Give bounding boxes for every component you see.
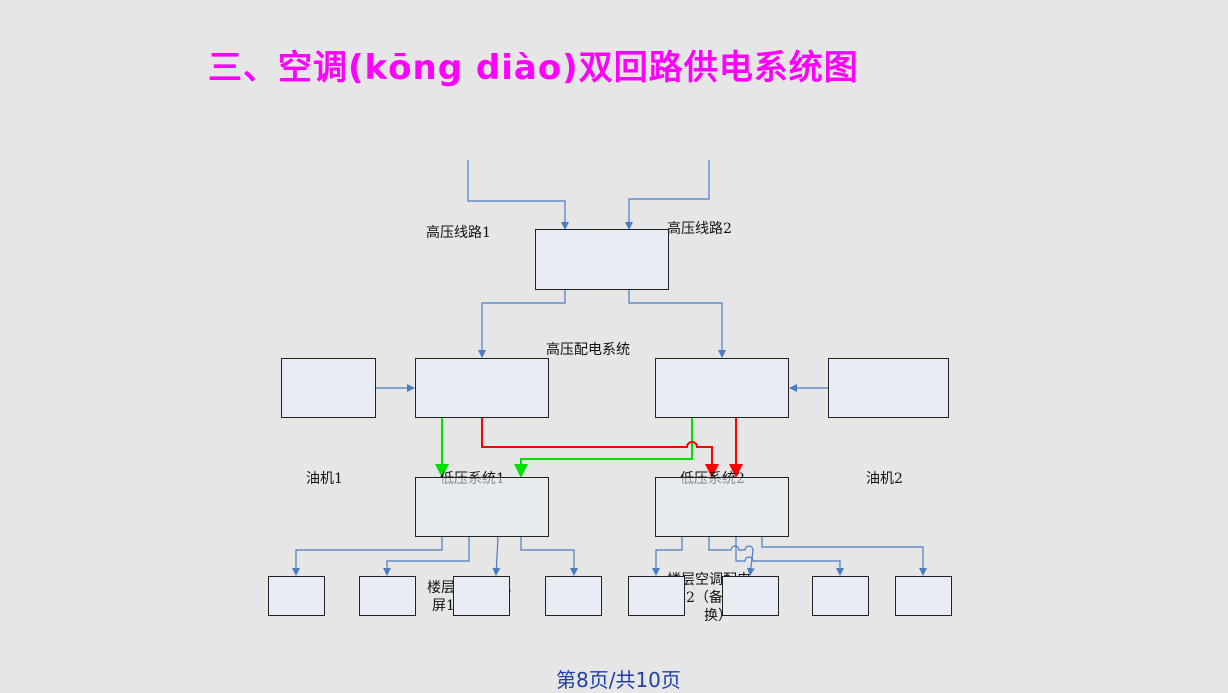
lv2-branch-1 bbox=[652, 537, 683, 576]
lv2-branch-2 bbox=[708, 537, 755, 576]
floor-box-3[interactable] bbox=[453, 576, 510, 616]
lv-system-2-box[interactable] bbox=[655, 477, 789, 537]
lv1-branch-1 bbox=[292, 537, 443, 576]
generator-2-label: 油机2 bbox=[866, 471, 903, 487]
lv1-branch-3 bbox=[492, 536, 501, 576]
hv-to-dist-2-connector bbox=[628, 290, 726, 358]
hv-incoming-box[interactable] bbox=[535, 229, 669, 290]
hv-line-2-connector bbox=[625, 160, 710, 230]
lv2-branch-3 bbox=[735, 537, 844, 576]
hv-dist-1-box[interactable] bbox=[415, 358, 549, 418]
hv-dist-2-box[interactable] bbox=[655, 358, 789, 418]
page-title: 三、空调(kōng diào)双回路供电系统图 bbox=[208, 48, 859, 88]
hv-line-1-connector bbox=[467, 160, 569, 230]
lv-system-1-box[interactable] bbox=[415, 477, 549, 537]
lv2-branch-4 bbox=[761, 537, 927, 576]
floor-box-8[interactable] bbox=[895, 576, 952, 616]
red-feed-cross bbox=[481, 418, 719, 478]
generator-1-label: 油机1 bbox=[306, 471, 343, 487]
floor-box-6[interactable] bbox=[722, 576, 779, 616]
hv-line-2-label: 高压线路2 bbox=[667, 221, 732, 237]
hv-to-dist-1-connector bbox=[478, 290, 566, 358]
hv-distribution-label: 高压配电系统 bbox=[546, 342, 630, 358]
hv-line-1-label: 高压线路1 bbox=[426, 225, 491, 241]
floor-box-1[interactable] bbox=[268, 576, 325, 616]
green-feed-cross bbox=[514, 418, 693, 478]
floor-box-4[interactable] bbox=[545, 576, 602, 616]
floor-box-2[interactable] bbox=[359, 576, 416, 616]
lv1-branch-2 bbox=[383, 537, 470, 576]
generator-1-box[interactable] bbox=[281, 358, 376, 418]
page-number-footer: 第8页/共10页 bbox=[556, 668, 681, 692]
lv1-branch-4 bbox=[520, 537, 578, 576]
floor-box-5[interactable] bbox=[628, 576, 685, 616]
floor-box-7[interactable] bbox=[812, 576, 869, 616]
generator-2-box[interactable] bbox=[828, 358, 949, 418]
